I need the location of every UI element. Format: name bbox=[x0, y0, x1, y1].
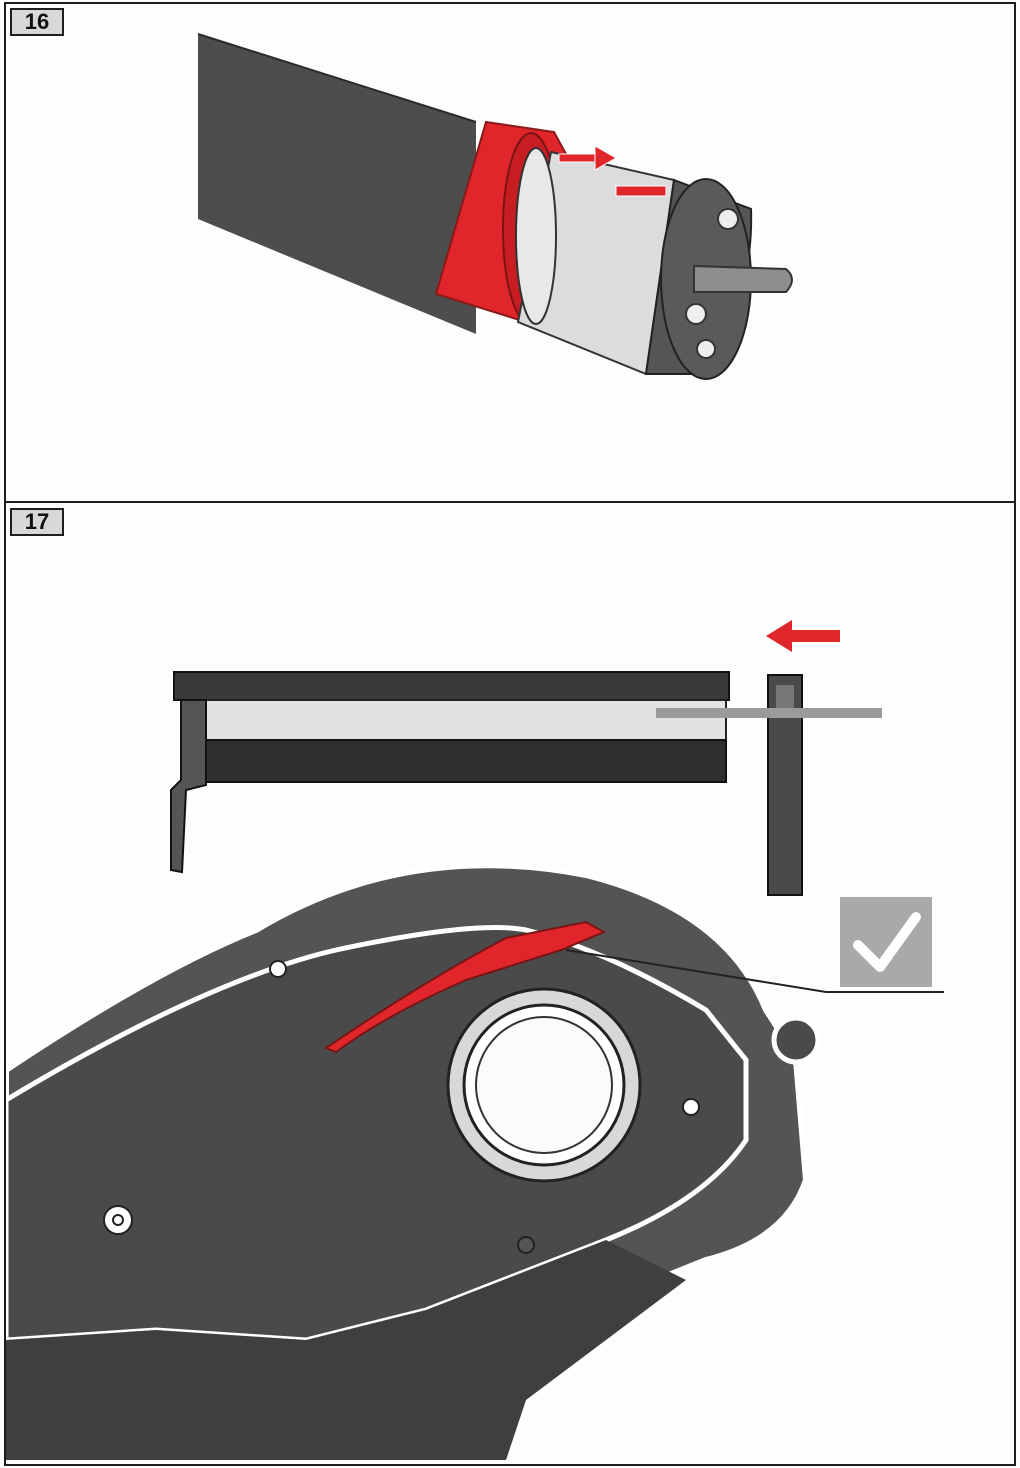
tube-assembly-illustration bbox=[6, 620, 944, 1460]
page-frame bbox=[4, 2, 1016, 1466]
motor-shaft bbox=[693, 264, 793, 293]
cassette-housing bbox=[6, 862, 821, 1460]
arrow-right-icon bbox=[558, 145, 618, 171]
arrow-left-icon bbox=[766, 620, 840, 652]
roller-tube bbox=[170, 671, 730, 874]
step-number-badge: 16 bbox=[10, 8, 64, 36]
step-divider bbox=[4, 501, 1016, 503]
checkmark-icon bbox=[840, 897, 932, 987]
leader-line bbox=[565, 949, 944, 993]
red-clip bbox=[323, 920, 607, 1054]
guide-bar bbox=[656, 708, 882, 718]
slot-rail bbox=[615, 185, 667, 197]
motor-tube-illustration bbox=[197, 33, 793, 380]
step-number-badge: 17 bbox=[10, 508, 64, 536]
tube-body bbox=[198, 34, 476, 334]
